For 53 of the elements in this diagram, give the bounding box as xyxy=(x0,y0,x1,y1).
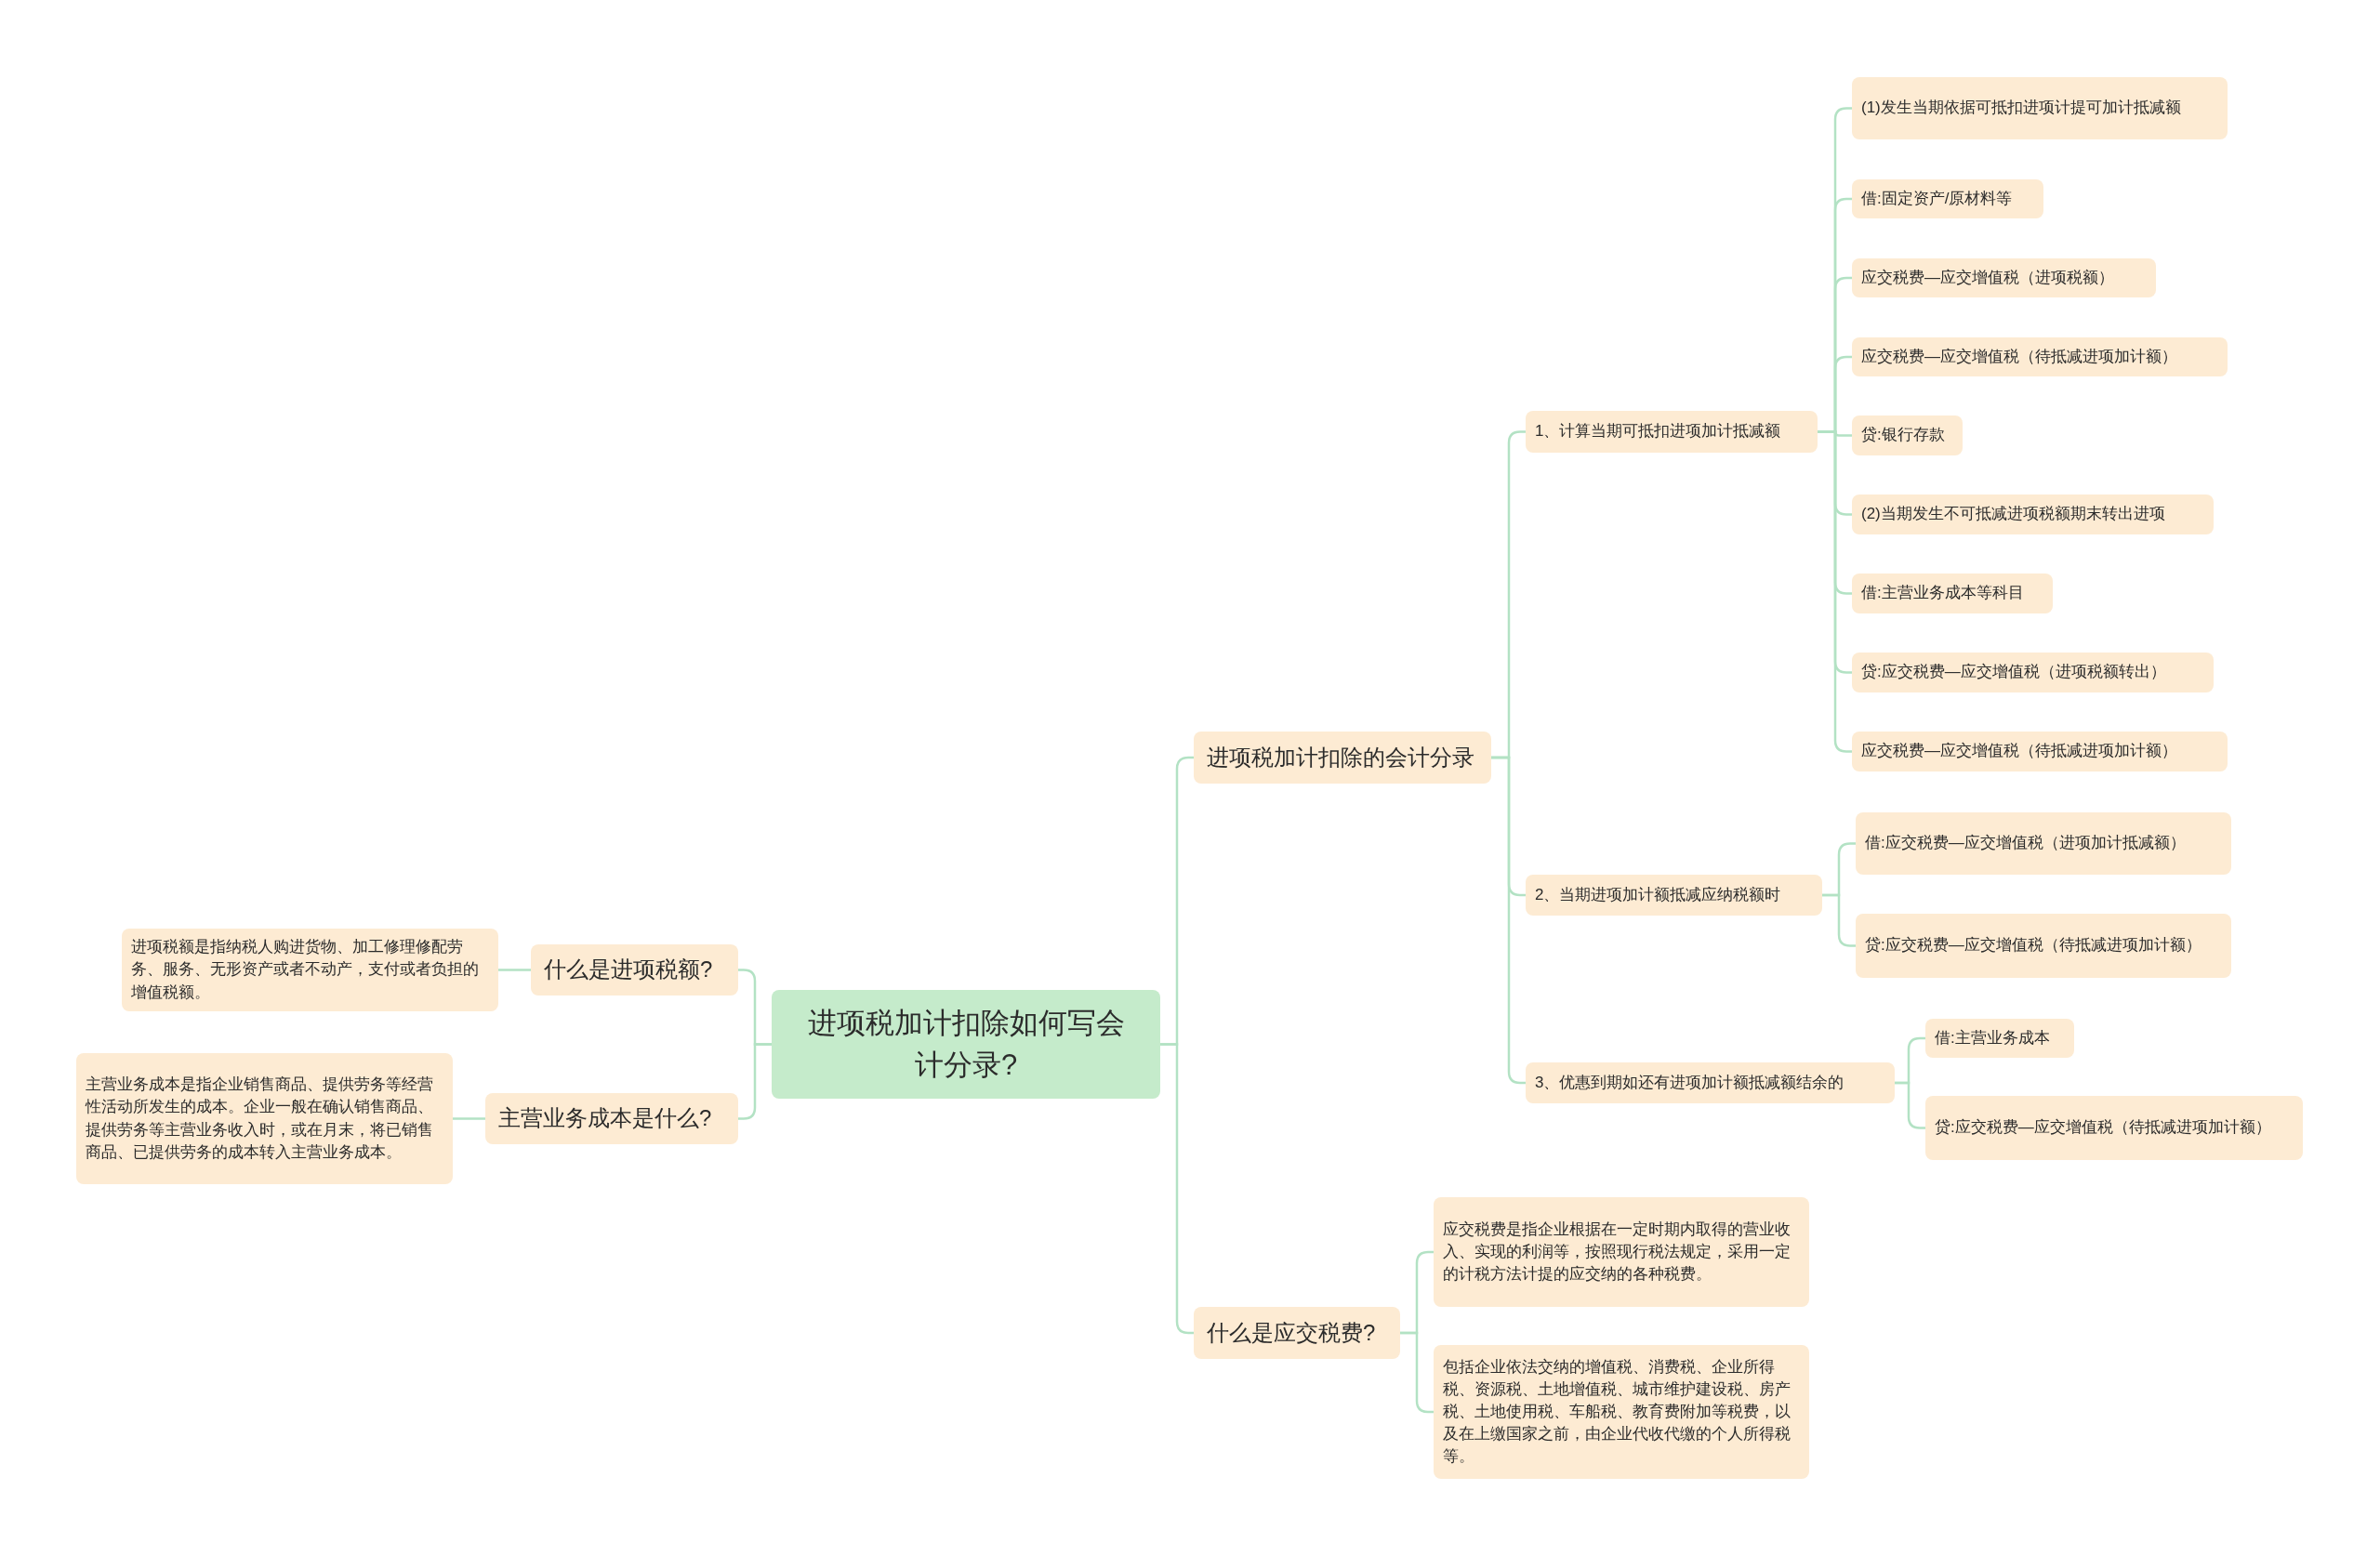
node-text: 借:主营业务成本 xyxy=(1935,1027,2050,1048)
subtopic-box xyxy=(1526,1062,1895,1103)
subtopic-box xyxy=(122,929,498,1011)
subtopic-box xyxy=(1852,179,2043,218)
node-text: 2、当期进项加计额抵减应纳税额时 xyxy=(1535,884,1781,905)
node-text: 借:主营业务成本等科目 xyxy=(1861,583,2024,604)
node-text: (2)当期发生不可抵减进项税额期末转出进项 xyxy=(1861,504,2165,525)
node-text: 进项税加计扣除的会计分录 xyxy=(1207,743,1474,771)
subtopic-box xyxy=(1852,258,2156,297)
node-text: 1、计算当期可抵扣进项加计抵减额 xyxy=(1535,421,1781,442)
central-topic xyxy=(772,990,1160,1099)
node-text: 借:应交税费—应交增值税（进项加计抵减额） xyxy=(1865,833,2186,854)
node-text: 进项税额是指纳税人购进货物、加工修理修配劳务、服务、无形资产或者不动产，支付或者负担的增值税额。 xyxy=(131,937,480,1003)
subtopic-box xyxy=(1852,653,2214,692)
node-text: 什么是应交税费? xyxy=(1207,1318,1376,1347)
topic-box xyxy=(1194,1307,1400,1359)
topic-box xyxy=(1194,732,1491,784)
subtopic-box xyxy=(1852,494,2214,534)
topic-box xyxy=(485,1093,738,1144)
connector-line xyxy=(498,969,531,971)
subtopic-box xyxy=(1434,1197,1809,1307)
subtopic-box xyxy=(1852,337,2228,376)
subtopic-box xyxy=(1852,574,2053,613)
subtopic-box xyxy=(1856,812,2231,875)
node-text: 贷:应交税费—应交增值税（进项税额转出） xyxy=(1861,662,2166,683)
node-text: 应交税费—应交增值税（进项税额） xyxy=(1861,267,2114,288)
node-text: 应交税费—应交增值税（待抵减进项加计额） xyxy=(1861,346,2177,367)
node-text: 贷:应交税费—应交增值税（待抵减进项加计额） xyxy=(1935,1117,2271,1139)
subtopic-box xyxy=(1852,77,2228,139)
node-text: 主营业务成本是什么? xyxy=(498,1104,712,1133)
node-text: 进项税加计扣除如何写会计分录? xyxy=(806,1006,1126,1083)
node-text: 3、优惠到期如还有进项加计额抵减额结余的 xyxy=(1535,1072,1844,1093)
subtopic-box xyxy=(1852,732,2228,771)
subtopic-box xyxy=(1856,914,2231,978)
subtopic-box xyxy=(1925,1096,2303,1160)
node-text: 包括企业依法交纳的增值税、消费税、企业所得税、资源税、土地增值税、城市维护建设税、房产税、土地使用税、车船税、教育费附加等税费，以及在上缴国家之前，由企业代收代缴的个人所得税等。 xyxy=(1443,1356,1792,1468)
node-text: 借:固定资产/原材料等 xyxy=(1861,188,2013,209)
node-text: (1)发生当期依据可抵扣进项计提可加计抵减额 xyxy=(1861,98,2181,119)
subtopic-box xyxy=(1925,1019,2074,1058)
node-text: 贷:银行存款 xyxy=(1861,425,1945,446)
node-text: 应交税费是指企业根据在一定时期内取得的营业收入、实现的利润等，按照现行税法规定，采用一定的计税方法计提的应交纳的各种税费。 xyxy=(1443,1219,1792,1286)
node-text: 应交税费—应交增值税（待抵减进项加计额） xyxy=(1861,741,2177,762)
subtopic-box xyxy=(1526,875,1822,916)
subtopic-box xyxy=(76,1053,453,1184)
node-text: 什么是进项税额? xyxy=(544,956,713,984)
subtopic-box xyxy=(1434,1345,1809,1479)
node-text: 贷:应交税费—应交增值税（待抵减进项加计额） xyxy=(1865,935,2202,956)
connector-line xyxy=(1895,1081,1925,1129)
node-text: 主营业务成本是指企业销售商品、提供劳务等经营性活动所发生的成本。企业一般在确认销售商品、提供劳务等主营业务收入时，或在月末，将已销售商品、已提供劳务的成本转入主营业务成本。 xyxy=(86,1075,434,1163)
subtopic-box xyxy=(1852,415,1963,455)
connector-line xyxy=(453,1117,485,1120)
topic-box xyxy=(531,944,738,996)
subtopic-box xyxy=(1526,411,1818,453)
